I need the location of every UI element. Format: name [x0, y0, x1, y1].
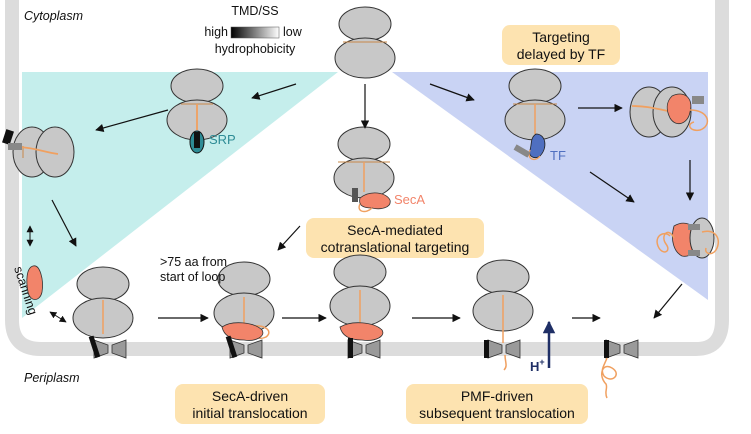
tmd-step2 — [225, 335, 238, 359]
arrow-late-to-final — [653, 283, 683, 319]
box-pmf-driven: PMF-driven subsequent translocation — [406, 384, 588, 424]
ribosome-step3 — [329, 254, 391, 328]
box-seca-cotranslational: SecA-mediated cotranslational targeting — [306, 218, 484, 258]
scanning-seca — [26, 265, 43, 300]
tmd-step1 — [88, 335, 101, 359]
box-pmf-line1: PMF-driven — [461, 388, 533, 404]
srp-receptor — [8, 143, 22, 150]
tf-label: TF — [550, 148, 566, 163]
tmd-seca — [352, 188, 358, 202]
periplasm-label: Periplasm — [24, 371, 80, 385]
ribosome-tf-late — [672, 217, 715, 259]
tf-chaperone — [529, 133, 546, 158]
cytoplasm-label: Cytoplasm — [24, 9, 83, 23]
tf-pathway-region — [392, 72, 708, 300]
arrow-tf-to-late — [589, 171, 635, 203]
box-tf-delay-line2: delayed by TF — [517, 46, 605, 62]
box-tf-delay: Targeting delayed by TF — [502, 25, 620, 65]
ribosome-step1 — [72, 266, 134, 339]
proton-label: H+ — [530, 357, 545, 374]
arrow-start-to-tf — [429, 83, 475, 102]
legend-high: high — [204, 25, 228, 39]
legend-title: TMD/SS — [231, 4, 278, 18]
tmd-final — [604, 340, 609, 358]
box-tf-delay-line1: Targeting — [532, 29, 590, 45]
seca-step3 — [339, 322, 384, 341]
ribosome-srp — [166, 68, 228, 154]
tmd-step3 — [348, 338, 353, 358]
tf-late-chain — [656, 231, 675, 253]
arrow-scanning-step1 — [49, 311, 67, 323]
tmd-tf — [513, 144, 531, 158]
ribosome-start — [334, 6, 396, 79]
hydrophobicity-gradient — [230, 26, 280, 39]
legend-subtitle: hydrophobicity — [215, 42, 296, 56]
box-seca-cotrans-line2: cotranslational targeting — [321, 239, 470, 255]
legend-low: low — [283, 25, 303, 39]
box-seca-driven-line1: SecA-driven — [212, 388, 288, 404]
srp-label: SRP — [209, 132, 236, 147]
ribosome-srp-docked — [12, 126, 75, 178]
aa-threshold-line1: >75 aa from — [160, 255, 227, 269]
tmd-step4 — [484, 340, 489, 358]
ribosome-seca — [333, 126, 395, 199]
box-seca-driven: SecA-driven initial translocation — [175, 384, 325, 424]
arrow-seca-to-membrane — [277, 225, 301, 251]
srp-tmd — [2, 129, 14, 145]
seca-label: SecA — [394, 192, 425, 207]
box-seca-cotrans-line1: SecA-mediated — [347, 222, 443, 238]
arrow-start-to-srp — [251, 83, 297, 100]
translocated-loop — [601, 357, 617, 399]
seca-tf-step — [666, 93, 692, 125]
srp-pathway-region — [22, 72, 338, 318]
box-seca-driven-line2: initial translocation — [192, 405, 307, 421]
arrow-srp-to-membrane — [95, 109, 169, 133]
seca-bound — [359, 192, 391, 210]
ribosome-step4 — [472, 259, 534, 343]
box-pmf-line2: subsequent translocation — [419, 405, 575, 421]
ribosome-tf — [504, 68, 566, 141]
aa-threshold-line2: start of loop — [160, 270, 225, 284]
hydrophobicity-legend: TMD/SS high low hydrophobicity — [204, 4, 302, 56]
arrow-docked-to-step1 — [51, 199, 77, 247]
